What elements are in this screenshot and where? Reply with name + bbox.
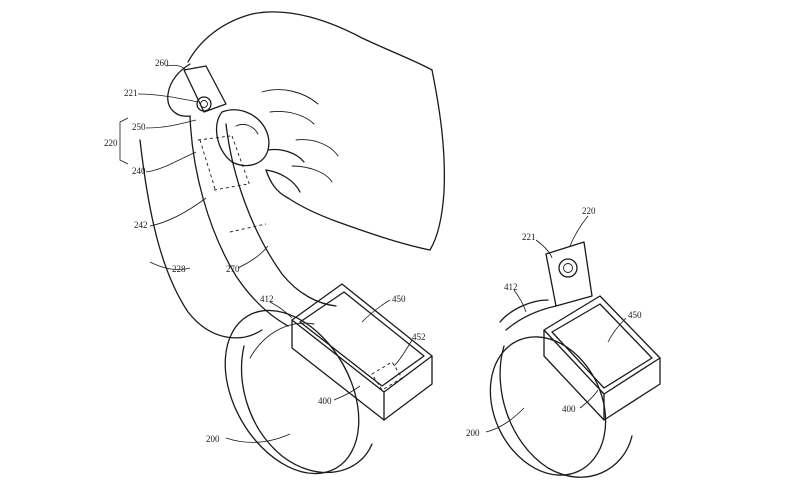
label-200-right: 200 [466, 428, 480, 438]
tab-hole [196, 96, 212, 112]
label-200: 200 [206, 434, 220, 444]
leader-lines [119, 64, 627, 443]
label-450-right: 450 [628, 310, 642, 320]
label-228: 228 [172, 264, 186, 274]
left-figure [139, 11, 446, 475]
label-220-right: 220 [582, 206, 596, 216]
label-400-right: 400 [562, 404, 576, 414]
wrist-band [224, 309, 373, 475]
band-tab-right [545, 241, 593, 307]
outer-loop [139, 139, 263, 339]
watch-body-right [543, 295, 661, 421]
wrist-band-right [489, 336, 633, 478]
label-412: 412 [260, 294, 274, 304]
label-221-right: 221 [522, 232, 536, 242]
label-221: 221 [124, 88, 138, 98]
hand [167, 11, 446, 251]
label-242: 242 [134, 220, 148, 230]
label-250: 250 [132, 122, 146, 132]
band-tab [183, 65, 227, 113]
label-220: 220 [104, 138, 118, 148]
label-260: 260 [155, 58, 169, 68]
label-412-right: 412 [504, 282, 518, 292]
reference-labels: 260 221 250 220 240 242 228 270 412 450 … [104, 58, 642, 444]
strap [189, 115, 337, 327]
label-452: 452 [412, 332, 426, 342]
watch-body [291, 283, 433, 421]
right-figure [489, 241, 661, 478]
label-240: 240 [132, 166, 146, 176]
label-400: 400 [318, 396, 332, 406]
label-450: 450 [392, 294, 406, 304]
tab-hole-right [558, 258, 578, 278]
label-270: 270 [226, 264, 240, 274]
